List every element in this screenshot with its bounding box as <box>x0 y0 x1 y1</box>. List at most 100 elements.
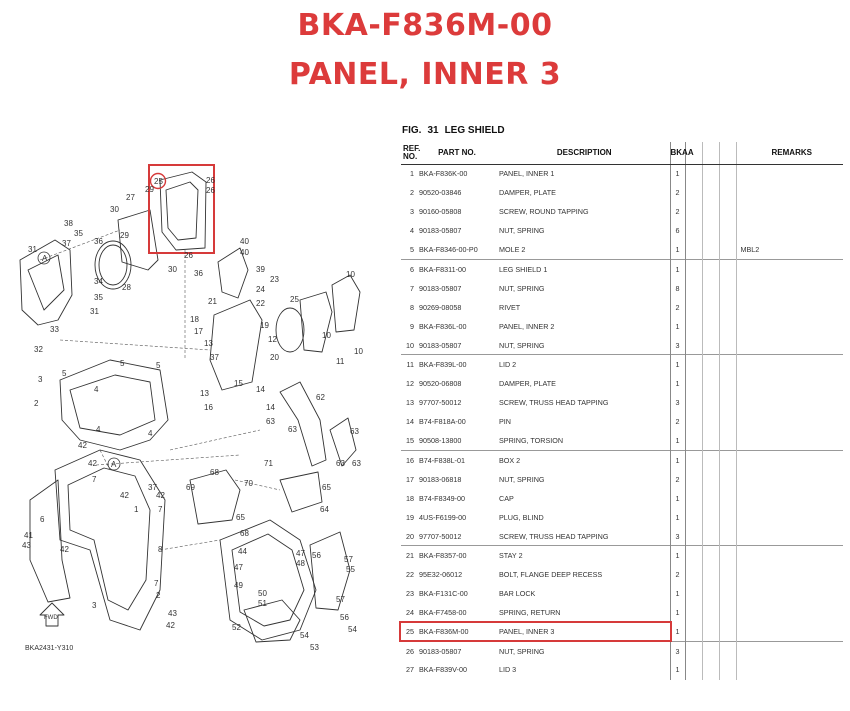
row-remarks <box>736 545 843 565</box>
callout-48b: 47 <box>296 549 305 558</box>
row-quantity: 1 <box>669 584 686 604</box>
row-ref-no: 24 <box>406 608 414 618</box>
ref-25-circle <box>149 172 167 190</box>
row-part-no: 97707-50012 <box>419 531 462 541</box>
callout-3: 3 <box>38 375 43 384</box>
row-ref-no: 9 <box>410 321 414 331</box>
callout-32: 32 <box>34 345 43 354</box>
leader-line <box>234 479 281 491</box>
row-part-no: 4US-F6199-00 <box>419 512 467 522</box>
callout-49: 48 <box>296 559 305 568</box>
callout-70: 70 <box>244 479 253 488</box>
callout-52: 51 <box>258 599 267 608</box>
row-part-no: B74-F8349-00 <box>419 493 465 503</box>
row-quantity: 1 <box>669 431 686 451</box>
row-empty-cell <box>702 603 720 623</box>
callout-33: 33 <box>50 325 59 334</box>
bar-lock-shape <box>279 471 323 513</box>
stay-end-shape <box>329 417 357 467</box>
row-description: NUT, SPRING <box>495 640 670 661</box>
callout-51: 50 <box>258 589 267 598</box>
row-empty-cell <box>685 202 703 222</box>
row-quantity: 2 <box>669 183 686 203</box>
callout-29: 29 <box>145 185 154 194</box>
callout-53: 52 <box>232 623 241 632</box>
row-empty-cell <box>719 660 737 680</box>
callout-27: 27 <box>126 193 135 202</box>
row-empty-cell <box>719 221 737 241</box>
row-empty-cell <box>702 164 720 184</box>
row-empty-cell <box>685 240 703 260</box>
fig-label: FIG. <box>402 125 422 136</box>
callout-7: 7 <box>92 475 97 484</box>
row-remarks <box>736 258 843 279</box>
row-remarks <box>736 164 843 183</box>
callout-36b: 36 <box>194 269 203 278</box>
row-empty-cell <box>685 412 703 432</box>
callout-16: 16 <box>204 403 213 412</box>
row-remarks <box>736 470 843 489</box>
row-part-no: 90183-05807 <box>419 226 462 236</box>
callout-19: 19 <box>260 321 269 330</box>
exploded-parts-diagram: 25 26 26 29 27 30 26 30 29 36 38 35 37 3… <box>0 120 385 711</box>
callout-8: 8 <box>158 545 163 554</box>
callout-37: 37 <box>62 239 71 248</box>
callout-61d: 63 <box>336 459 345 468</box>
callout-a-label-2: A <box>111 460 117 469</box>
row-remarks <box>736 431 843 450</box>
row-empty-cell <box>719 258 737 279</box>
row-part-no: BKA-F836M-00 <box>419 627 469 637</box>
row-part-no: BKA-F836L-00 <box>419 321 467 331</box>
part-code-heading: BKA-F836M-00 <box>297 8 553 43</box>
row-remarks <box>736 279 843 298</box>
row-ref-no: 16 <box>401 449 417 470</box>
ring-shape <box>275 307 305 353</box>
row-empty-cell <box>685 393 703 413</box>
row-remarks <box>736 202 843 221</box>
row-empty-cell <box>702 545 720 565</box>
callout-7b: 7 <box>158 505 163 514</box>
row-quantity: 1 <box>669 622 686 642</box>
callout-50: 49 <box>234 581 243 590</box>
row-empty-cell <box>719 622 737 642</box>
row-quantity: 3 <box>669 526 686 546</box>
callout-61e: 63 <box>352 459 361 468</box>
row-empty-cell <box>702 202 720 222</box>
row-empty-cell <box>702 374 720 394</box>
leader-line <box>169 429 261 451</box>
callout-25: 25 <box>154 177 163 186</box>
row-empty-cell <box>719 469 737 489</box>
row-empty-cell <box>685 258 703 279</box>
row-empty-cell <box>702 449 720 470</box>
callout-26: 26 <box>206 176 215 185</box>
row-part-no: 90183-05807 <box>419 340 462 350</box>
row-remarks <box>736 449 843 470</box>
lid-shape <box>117 209 159 271</box>
leader-line <box>39 229 121 261</box>
row-empty-cell <box>702 431 720 451</box>
callout-65: 68 <box>240 529 249 538</box>
row-empty-cell <box>719 507 737 527</box>
row-quantity: 1 <box>669 660 686 680</box>
row-description: LID 2 <box>495 354 670 375</box>
callout-5b: 5 <box>120 359 125 368</box>
row-empty-cell <box>685 374 703 394</box>
row-empty-cell <box>685 564 703 585</box>
row-part-no: B74-F838L-01 <box>417 449 495 470</box>
row-part-no: BKA-F8346-00-P0 <box>419 245 478 255</box>
panel-inner-1-shape <box>54 449 166 631</box>
row-empty-cell <box>702 354 720 375</box>
row-part-no: 90183-05807 <box>417 640 495 661</box>
callout-60: 62 <box>316 393 325 402</box>
row-description: RIVET <box>499 302 521 312</box>
row-ref-no: 17 <box>406 474 414 484</box>
row-part-no: BKA-F7458-00 <box>419 608 467 618</box>
callout-62: 64 <box>320 505 329 514</box>
